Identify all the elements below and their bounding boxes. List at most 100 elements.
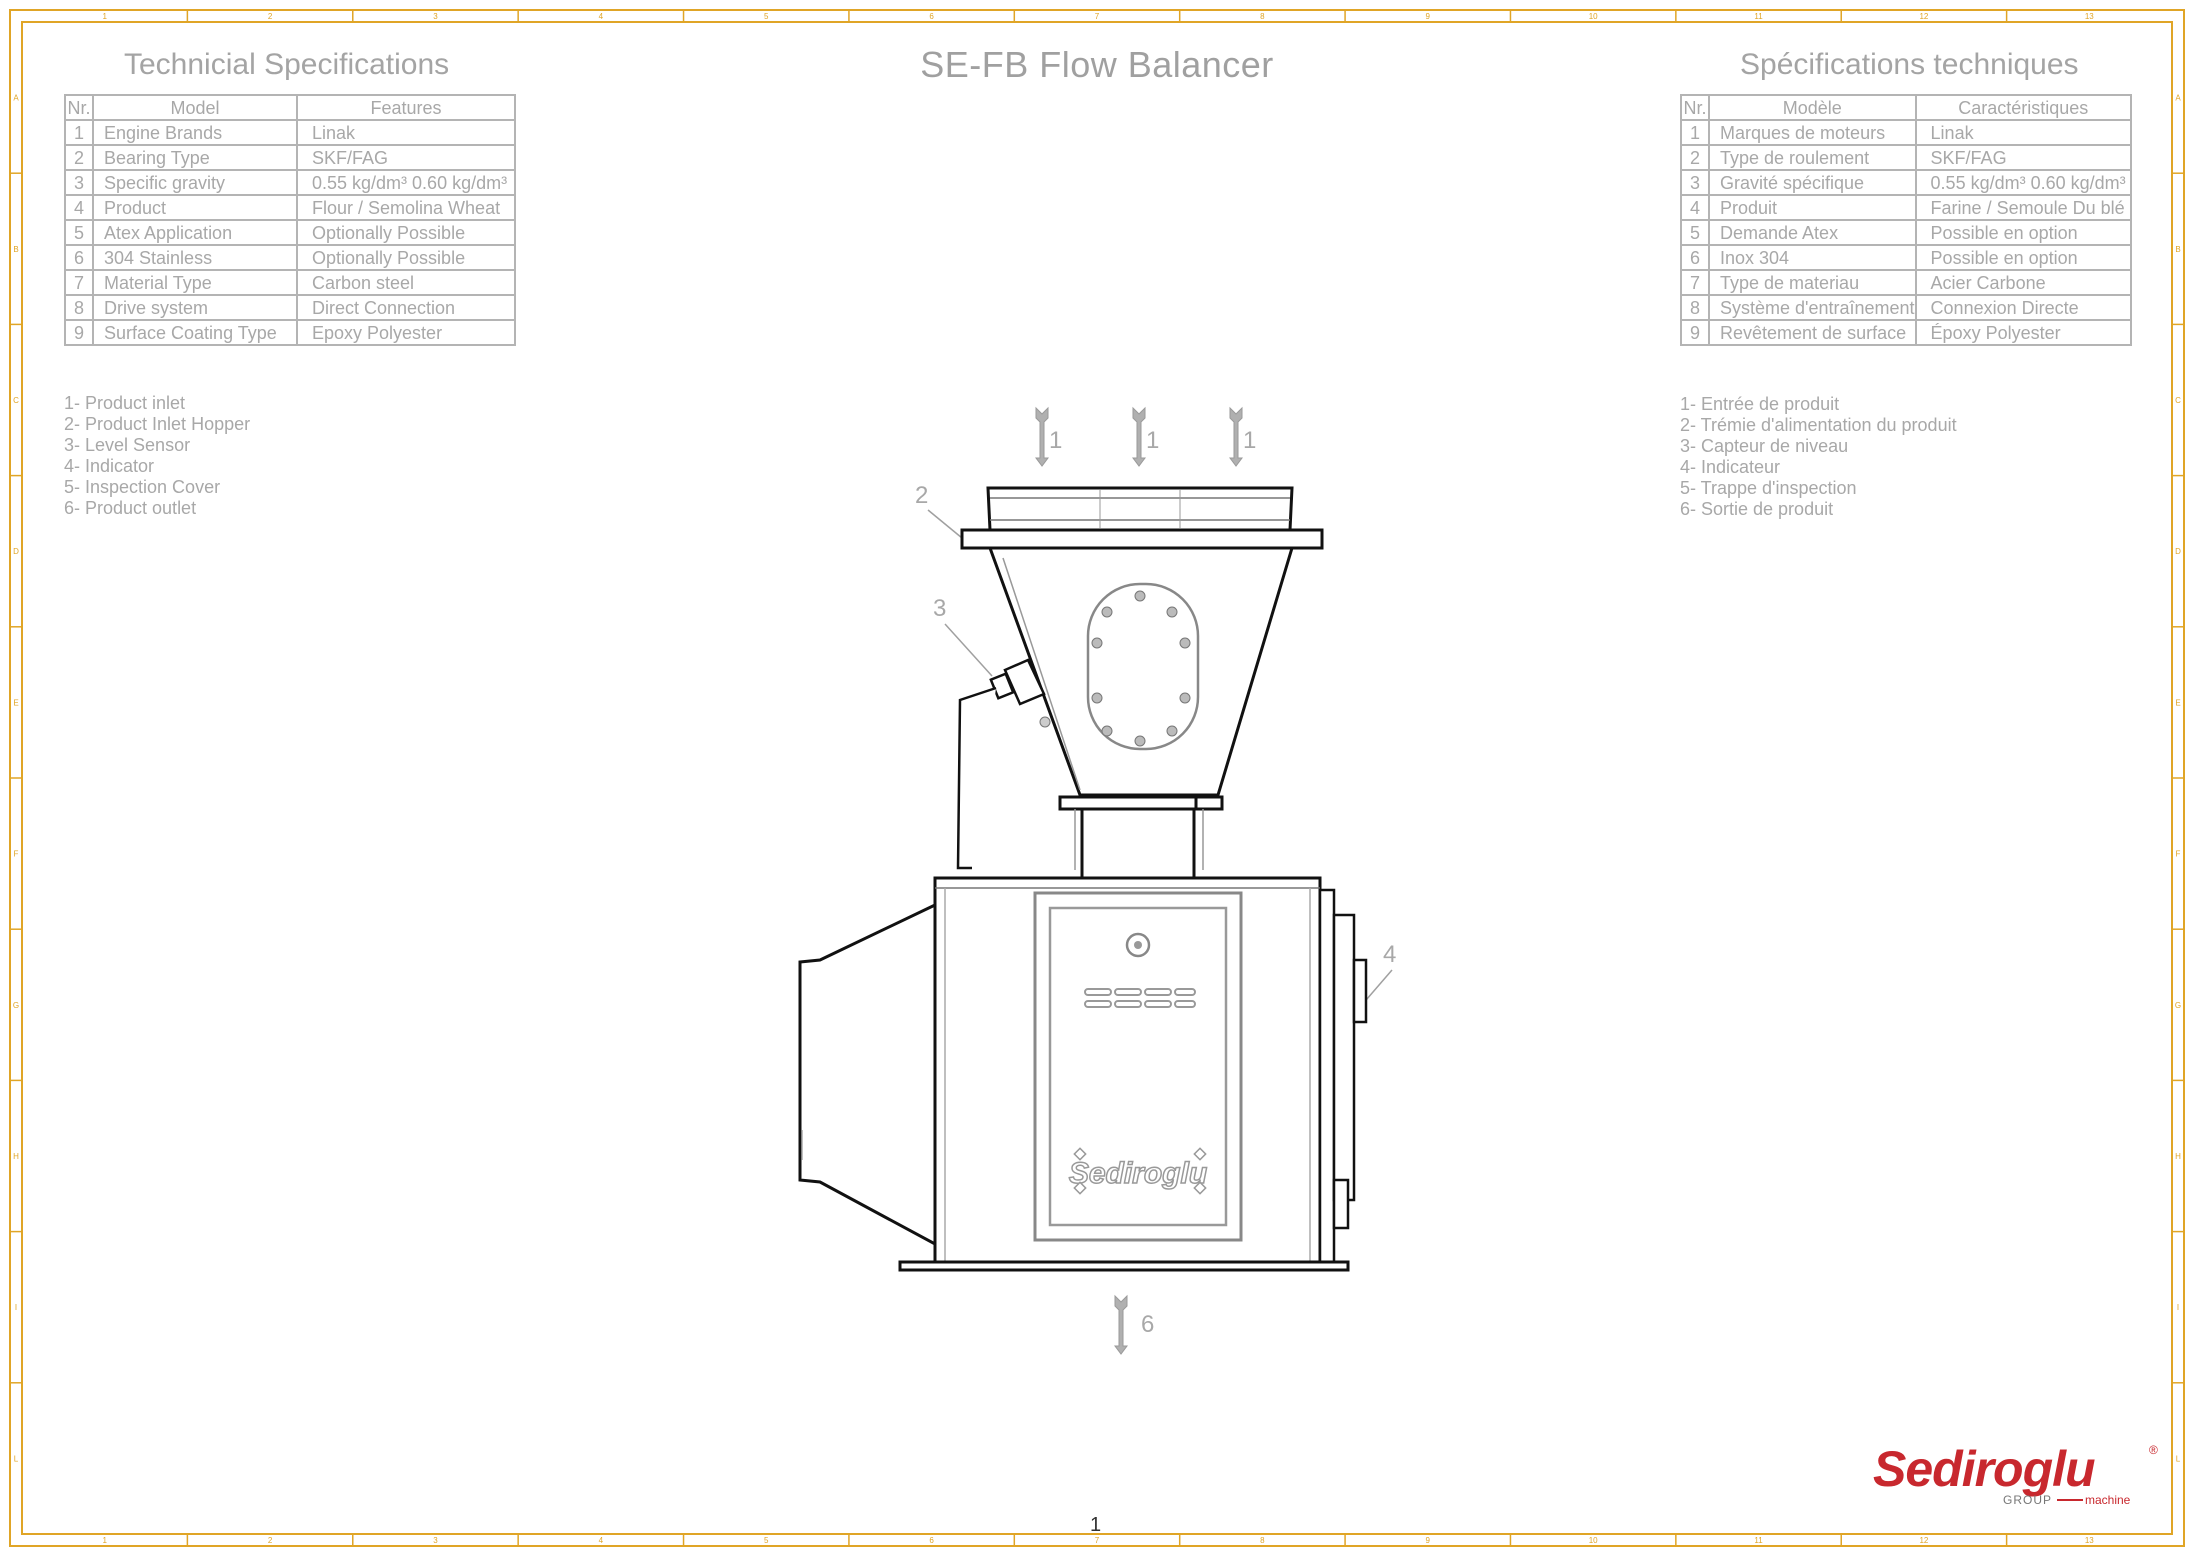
frame-col-label: 4 bbox=[599, 12, 604, 21]
frame-row-label: D bbox=[2175, 547, 2181, 556]
logo-wordmark: Sediroglu bbox=[1873, 1441, 2095, 1497]
leader-sensor bbox=[944, 623, 993, 677]
cover-plate-brand: Sediroglu bbox=[1069, 1157, 1207, 1190]
spec_fr-cell-model: Inox 304 bbox=[1708, 244, 1917, 271]
spec-fr-header-nr: Nr. bbox=[1680, 94, 1710, 121]
frame-row-label: L bbox=[2176, 1454, 2181, 1463]
inlet-arrows bbox=[1035, 406, 1243, 1355]
legend-fr-item: 4- Indicateur bbox=[1680, 457, 1781, 477]
frame-col-label: 10 bbox=[1589, 12, 1598, 21]
hopper-window bbox=[1086, 582, 1200, 751]
frame-row-label: F bbox=[2176, 850, 2181, 859]
frame-col-label: 6 bbox=[929, 12, 934, 21]
spec_fr-cell-nr: 1 bbox=[1680, 119, 1710, 146]
spec_fr-cell-model: Demande Atex bbox=[1708, 219, 1917, 246]
frame-col-label: 4 bbox=[599, 1536, 604, 1545]
frame-col-label: 12 bbox=[1919, 1536, 1928, 1545]
frame-col-label: 12 bbox=[1919, 12, 1928, 21]
spec_fr-cell-feature: Connexion Directe bbox=[1914, 294, 2133, 321]
spec_fr-cell-feature: Possible en option bbox=[1914, 219, 2133, 246]
frame-col-label: 9 bbox=[1426, 12, 1431, 21]
callout-outlet: 6 bbox=[1141, 1311, 1154, 1338]
frame-row-label: I bbox=[15, 1303, 17, 1312]
spec_fr-cell-nr: 2 bbox=[1680, 144, 1710, 171]
frame-col-label: 3 bbox=[433, 12, 438, 21]
inlet-arrow-3 bbox=[1229, 406, 1243, 467]
spec_fr-cell-feature: Acier Carbone bbox=[1914, 269, 2133, 296]
outlet-arrow bbox=[1114, 1294, 1128, 1355]
hopper-flange bbox=[960, 528, 1324, 550]
frame-col-label: 6 bbox=[929, 1536, 934, 1545]
inspection-cover: Sediroglu bbox=[1033, 891, 1243, 1242]
leader-hopper bbox=[927, 509, 963, 539]
spec_en-cell-model: Specific gravity bbox=[92, 169, 298, 196]
callout-inlet-1: 1 bbox=[1049, 427, 1062, 454]
callout-indicator: 4 bbox=[1383, 941, 1396, 968]
level-sensor bbox=[956, 658, 1051, 870]
drawing-title: SE-FB Flow Balancer bbox=[920, 44, 1274, 85]
legend-fr: 1- Entrée de produit 2- Trémie d'aliment… bbox=[1680, 394, 1957, 520]
spec_fr-cell-nr: 9 bbox=[1680, 319, 1710, 346]
legend-en-item: 6- Product outlet bbox=[64, 498, 197, 518]
spec_en-cell-feature: Linak bbox=[296, 119, 516, 146]
frame-col-label: 7 bbox=[1095, 1536, 1100, 1545]
spec_en-cell-nr: 6 bbox=[64, 244, 94, 271]
frame-col-label: 5 bbox=[764, 12, 769, 21]
legend-fr-item: 6- Sortie de produit bbox=[1680, 499, 1834, 519]
spec_en-cell-nr: 9 bbox=[64, 319, 94, 346]
spec_en-cell-nr: 3 bbox=[64, 169, 94, 196]
spec-en-header-features: Features bbox=[296, 94, 516, 121]
spec_en-cell-model: Engine Brands bbox=[92, 119, 298, 146]
spec_en-cell-model: Product bbox=[92, 194, 298, 221]
spec_fr-cell-model: Système d'entraînement bbox=[1708, 294, 1917, 321]
frame-row-label: L bbox=[14, 1454, 19, 1463]
spec-fr-title: Spécifications techniques bbox=[1740, 48, 2079, 81]
spec_fr-cell-feature: SKF/FAG bbox=[1914, 144, 2133, 171]
frame-row-label: B bbox=[2175, 245, 2180, 254]
spec_en-cell-model: Material Type bbox=[92, 269, 298, 296]
spec_fr-cell-model: Revêtement de surface bbox=[1708, 319, 1917, 346]
spec_fr-cell-nr: 5 bbox=[1680, 219, 1710, 246]
legend-en: 1- Product inlet 2- Product Inlet Hopper… bbox=[64, 393, 250, 519]
spec_fr-cell-feature: 0.55 kg/dm³ 0.60 kg/dm³ bbox=[1914, 169, 2133, 196]
spec_en-cell-model: Bearing Type bbox=[92, 144, 298, 171]
frame-row-label: D bbox=[13, 547, 19, 556]
frame-col-label: 9 bbox=[1426, 1536, 1431, 1545]
spec-en-header-model: Model bbox=[92, 94, 298, 121]
inlet-arrow-2 bbox=[1132, 406, 1146, 467]
spec_en-cell-nr: 8 bbox=[64, 294, 94, 321]
inlet-arrow-1 bbox=[1035, 406, 1049, 467]
spec_fr-cell-model: Marques de moteurs bbox=[1708, 119, 1917, 146]
frame-row-label: F bbox=[14, 850, 19, 859]
logo-mark: Sediroglu ® GROUP machine bbox=[1873, 1441, 2158, 1507]
frame-row-label: E bbox=[13, 698, 18, 707]
spec_fr-cell-feature: Linak bbox=[1914, 119, 2133, 146]
page-number: 1 bbox=[1090, 1514, 1102, 1536]
spec_fr-cell-nr: 6 bbox=[1680, 244, 1710, 271]
inlet-ring bbox=[960, 486, 1324, 550]
base-plate bbox=[898, 1260, 1350, 1272]
spec_fr-cell-model: Produit bbox=[1708, 194, 1917, 221]
spec-en-header-row: Nr. Model Features bbox=[64, 94, 516, 121]
frame-col-label: 7 bbox=[1095, 12, 1100, 21]
spec_en-cell-feature: Epoxy Polyester bbox=[296, 319, 516, 346]
frame-col-label: 2 bbox=[268, 12, 273, 21]
indicator-panel bbox=[1318, 888, 1368, 1264]
